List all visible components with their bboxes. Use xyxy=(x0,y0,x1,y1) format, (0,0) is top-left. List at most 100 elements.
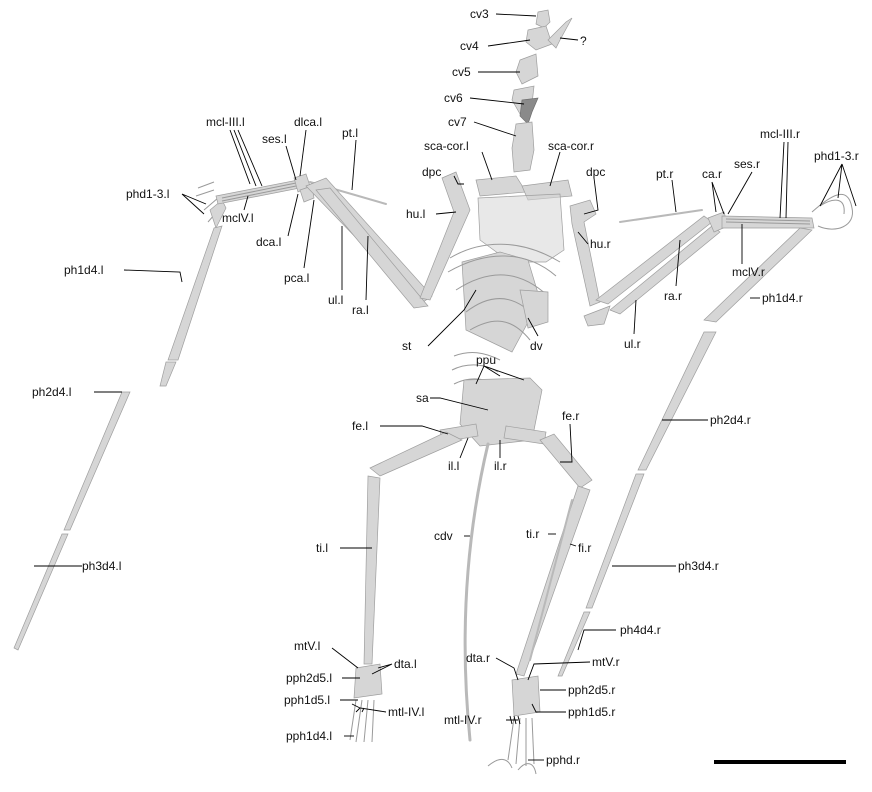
label-sesr: ses.r xyxy=(734,157,760,171)
leader-ulr xyxy=(634,300,636,334)
label-ulr: ul.r xyxy=(624,337,641,351)
label-rar: ra.r xyxy=(664,289,682,303)
bone-phd13r xyxy=(812,194,853,229)
label-pph1d4l: pph1d4.l xyxy=(286,729,332,743)
label-phd13l: phd1-3.l xyxy=(126,187,169,201)
bone-mtvr xyxy=(512,676,540,716)
leader-cv7 xyxy=(474,122,516,136)
label-tir: ti.r xyxy=(526,527,539,541)
label-cv3: cv3 xyxy=(470,7,489,21)
label-dlcal: dlca.l xyxy=(294,115,322,129)
leader-phd13l xyxy=(182,194,206,214)
label-ph1d4r: ph1d4.r xyxy=(762,291,803,305)
label-hur: hu.r xyxy=(590,237,611,251)
label-ptl: pt.l xyxy=(342,126,358,140)
bone-fer xyxy=(540,434,592,488)
label-ph1d4l: ph1d4.l xyxy=(64,263,103,277)
label-pph2d5r: pph2d5.r xyxy=(568,683,615,697)
bone-cv5 xyxy=(516,54,538,84)
bone-ulr xyxy=(596,216,712,304)
label-pph1d5r: pph1d5.r xyxy=(568,705,615,719)
label-pphdr: pphd.r xyxy=(546,753,580,767)
leader-car xyxy=(712,182,724,214)
label-pph2d5l: pph2d5.l xyxy=(286,671,332,685)
label-mcl4l: mclV.l xyxy=(222,211,254,225)
label-ph2d4r: ph2d4.r xyxy=(710,413,751,427)
leader-cv4 xyxy=(488,40,530,46)
label-hul: hu.l xyxy=(406,207,425,221)
label-cv4: cv4 xyxy=(460,39,479,53)
leader-mcl3l xyxy=(230,130,262,186)
bone-fragment-r xyxy=(584,306,610,326)
label-scacorl: sca-cor.l xyxy=(424,139,469,153)
label-mtl4r: mtl-IV.r xyxy=(444,713,482,727)
leader-mcl3r xyxy=(780,142,788,218)
bone-mcl4l xyxy=(216,180,300,204)
label-ph4d4r: ph4d4.r xyxy=(620,623,661,637)
label-cv5: cv5 xyxy=(452,65,471,79)
leader-cv3 xyxy=(496,14,536,16)
label-mcl3l: mcl-III.l xyxy=(206,115,245,129)
leader-dtar xyxy=(496,658,518,680)
leader-ph1d4l xyxy=(124,270,182,282)
bone-til xyxy=(364,476,380,664)
label-fel: fe.l xyxy=(352,419,368,433)
label-car: ca.r xyxy=(702,167,722,181)
leader-scacorl xyxy=(482,152,492,180)
label-ph3d4l: ph3d4.l xyxy=(82,559,121,573)
label-q: ? xyxy=(580,34,587,48)
bone-cv4 xyxy=(526,26,552,50)
label-dtal: dta.l xyxy=(394,657,417,671)
label-sesl: ses.l xyxy=(262,132,287,146)
label-dv: dv xyxy=(530,339,543,353)
bone-ptr xyxy=(620,210,702,222)
bone-ph2d4l xyxy=(64,392,130,530)
label-fir: fi.r xyxy=(578,541,591,555)
bone-ull xyxy=(316,188,428,308)
label-mtvl: mtV.l xyxy=(294,639,320,653)
label-mtl4l: mtl-IV.l xyxy=(388,705,424,719)
leader-mtvl xyxy=(332,648,358,668)
bone-hul xyxy=(420,172,470,300)
bone-ph4d4r xyxy=(558,612,590,676)
leader-ptl xyxy=(352,140,356,190)
bone-fir xyxy=(530,500,572,660)
labels: cv3 cv4 ? cv5 cv6 cv7 mcl-III.l dlca.l s… xyxy=(32,7,859,767)
label-til: ti.l xyxy=(316,541,328,555)
label-pcal: pca.l xyxy=(284,271,309,285)
bone-cv6 xyxy=(520,98,538,124)
right-wing xyxy=(558,194,853,676)
label-dpcr: dpc xyxy=(586,165,605,179)
leader-q xyxy=(560,38,578,40)
leader-sesr xyxy=(728,172,752,214)
label-ull: ul.l xyxy=(328,293,343,307)
label-cdv: cdv xyxy=(434,529,453,543)
label-ptr: pt.r xyxy=(656,167,673,181)
label-cv6: cv6 xyxy=(444,91,463,105)
bone-ph2d4r xyxy=(638,332,716,470)
label-st: st xyxy=(402,339,412,353)
label-ill: il.l xyxy=(448,459,459,473)
label-scacorr: sca-cor.r xyxy=(548,139,594,153)
label-ral: ra.l xyxy=(352,303,369,317)
leader-mtl4l xyxy=(352,704,386,712)
bone-ph3d4l xyxy=(14,534,68,650)
label-ilr: il.r xyxy=(494,459,507,473)
label-sa: sa xyxy=(416,391,429,405)
label-cv7: cv7 xyxy=(448,115,467,129)
leader-ptr xyxy=(672,180,676,212)
bone-cv3 xyxy=(536,10,550,28)
leader-fir xyxy=(570,544,576,546)
bone-hur xyxy=(570,200,600,306)
leader-fel xyxy=(380,426,448,434)
bone-cv7 xyxy=(512,122,534,172)
bone-sternum-frame xyxy=(478,194,564,262)
leader-ph4d4r xyxy=(578,630,616,650)
label-fer: fe.r xyxy=(562,409,579,423)
label-dpcl: dpc xyxy=(422,165,441,179)
label-dtar: dta.r xyxy=(466,651,490,665)
bone-cdv xyxy=(465,444,488,740)
leader-ill xyxy=(460,438,468,458)
